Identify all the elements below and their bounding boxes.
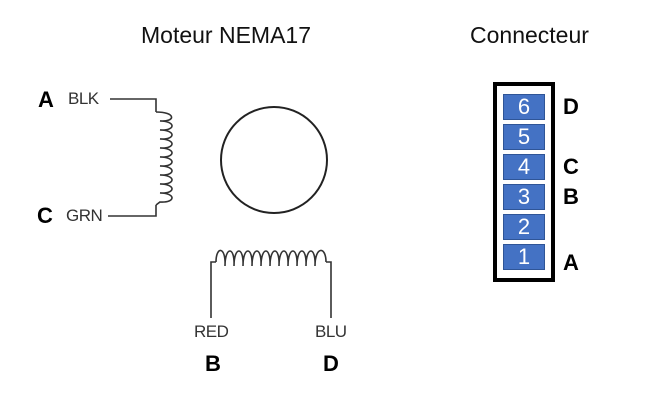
connector-pin-2: 2 [503,214,545,240]
connector-housing: 6 5 4 3 2 1 [493,82,555,282]
connector-phase-pin3: B [563,184,579,209]
wire-label-blk: BLK [68,89,99,108]
red-wire [210,261,216,318]
bottom-coil [215,249,327,267]
connector-pin-4: 4 [503,154,545,180]
wire-label-blu: BLU [315,322,347,341]
motor-title: Moteur NEMA17 [141,22,312,48]
connector-phase-pin6: D [563,94,579,119]
blk-wire [110,98,157,112]
grn-wire [108,205,157,217]
connector-pin-3: 3 [503,184,545,210]
connector-phase-pin1: A [563,250,579,275]
connector-pin-6: 6 [503,94,545,120]
phase-label-blu: D [323,351,339,376]
blu-wire [326,261,332,318]
rotor-circle [220,106,328,214]
connector-title: Connecteur [470,22,589,48]
wire-label-grn: GRN [66,206,103,225]
connector-pin-1: 1 [503,244,545,270]
connector-phase-pin4: C [563,154,579,179]
phase-label-blk: A [38,87,54,112]
phase-label-red: B [205,351,221,376]
wire-label-red: RED [194,322,229,341]
connector-pin-5: 5 [503,124,545,150]
phase-label-grn: C [37,203,53,228]
left-coil [155,111,173,206]
